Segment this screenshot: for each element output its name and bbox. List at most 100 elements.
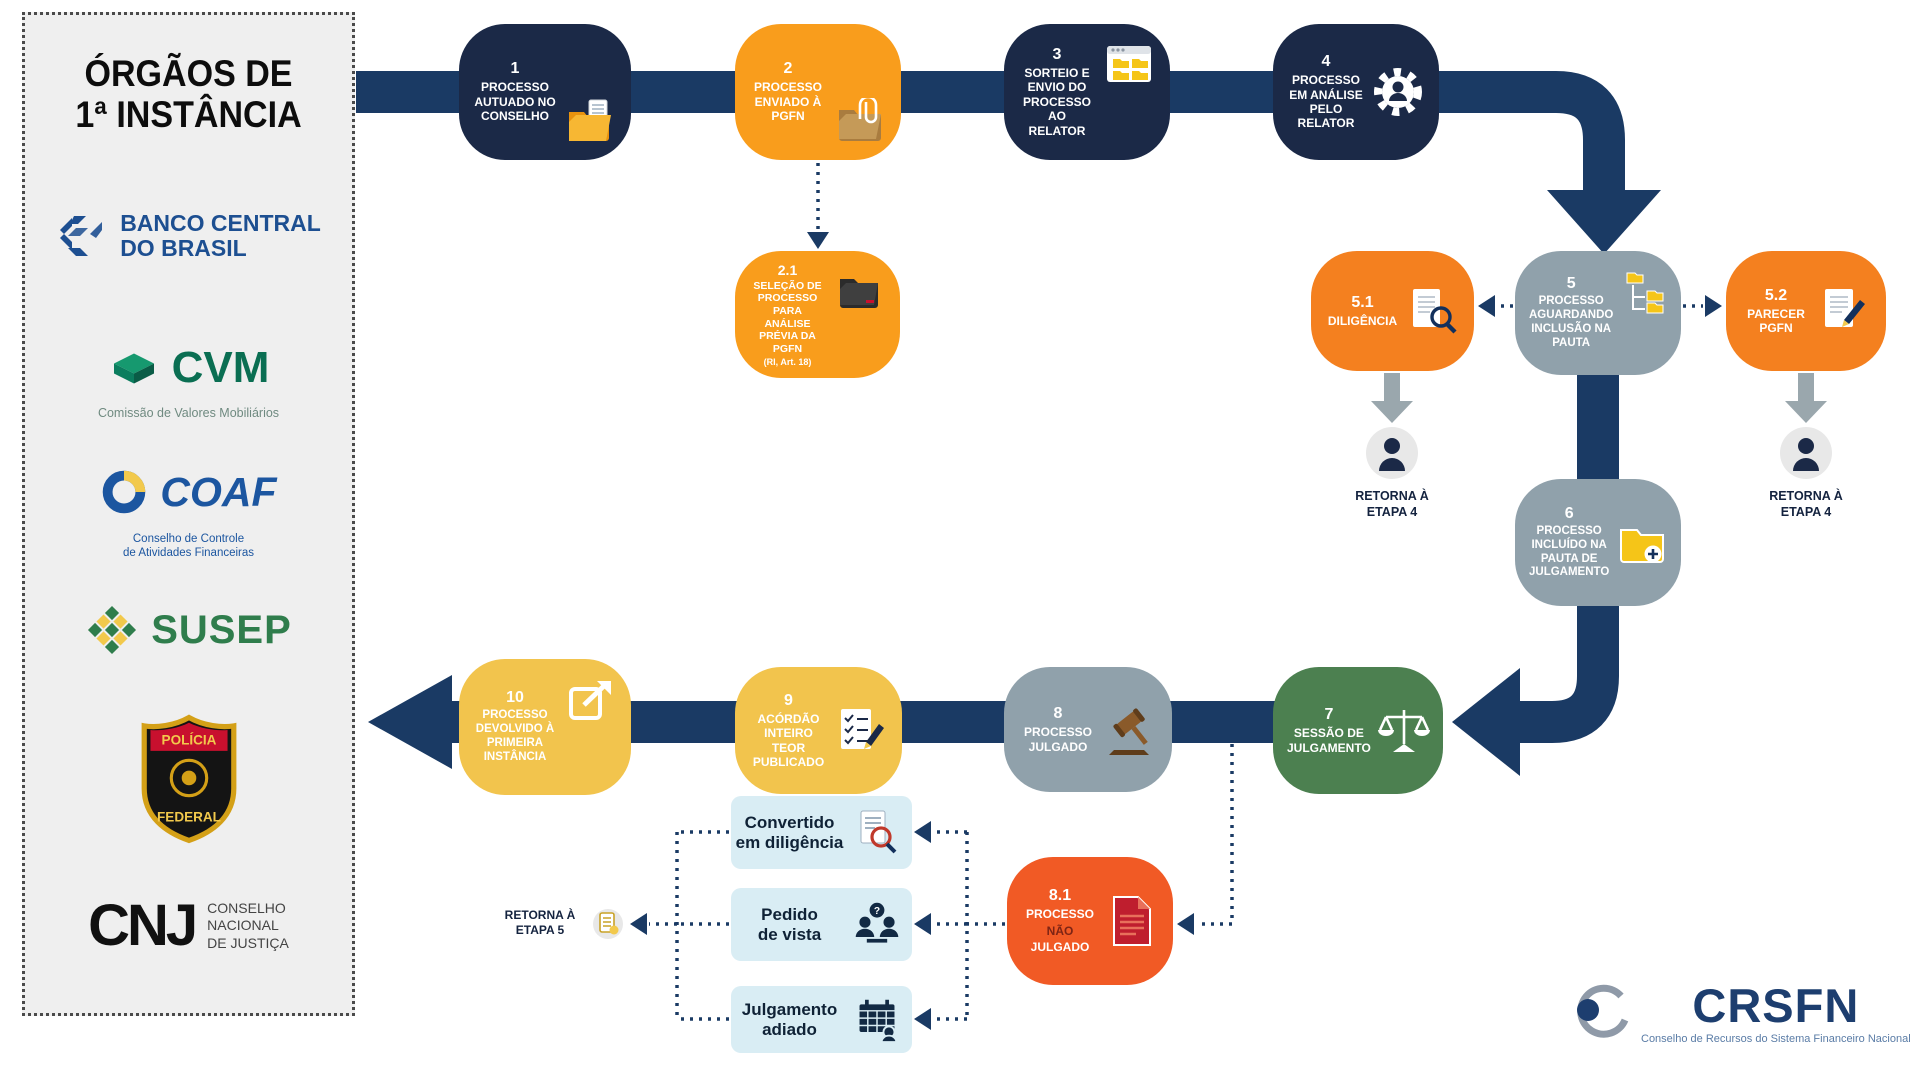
flow-arrowhead-left-into-7 <box>1452 668 1520 776</box>
flow-bar-top <box>356 71 1625 196</box>
dotted-arrowheads <box>630 232 1722 1030</box>
red-document-icon <box>1101 894 1173 948</box>
step-3-number: 3 <box>1052 46 1062 64</box>
step-2-label: PROCESSO ENVIADO À PGFN <box>753 80 822 124</box>
svg-text:?: ? <box>874 905 880 916</box>
step-2-number: 2 <box>783 60 793 78</box>
outcome-convertido-diligencia: Convertido em diligência <box>731 796 912 869</box>
step-4-label: PROCESSO EM ANÁLISE PELO RELATOR <box>1289 73 1363 131</box>
step-6-number: 6 <box>1564 504 1574 522</box>
crsfn-logo: CRSFN Conselho de Recursos do Sistema Fi… <box>1575 982 1911 1045</box>
outcome-2-line1: Pedido <box>761 905 818 925</box>
step-10-label: PROCESSO DEVOLVIDO À PRIMEIRA INSTÂNCIA <box>475 709 555 763</box>
person-icon-5-1 <box>1366 427 1418 479</box>
step-7-sessao-julgamento: 7 SESSÃO DE JULGAMENTO <box>1273 667 1443 794</box>
bcb-name-line1: BANCO CENTRAL <box>120 210 321 236</box>
crsfn-name: CRSFN <box>1692 979 1860 1032</box>
cnj-subtitle-line3: DE JUSTIÇA <box>207 934 289 951</box>
step-4-number: 4 <box>1321 53 1331 71</box>
step-2-1-number: 2.1 <box>777 261 798 278</box>
cvm-acronym: CVM <box>171 343 270 392</box>
dotted-connectors <box>649 163 1703 1021</box>
step-9-acordao-publicado: 9 ACÓRDÃO INTEIRO TEOR PUBLICADO <box>735 667 902 794</box>
outcome-3-line1: Julgamento <box>741 1000 838 1020</box>
outcome-3-line2: adiado <box>762 1019 817 1039</box>
flow-arrowhead-left-big <box>368 675 452 769</box>
step-2-1-label: SELEÇÃO DE PROCESSO PARA ANÁLISE PRÉVIA … <box>753 279 822 355</box>
step-8-1-word-processo: PROCESSO <box>1025 907 1094 922</box>
logo-cnj: CNJ CONSELHO NACIONAL DE JUSTIÇA <box>25 897 352 955</box>
document-pen-icon <box>1814 286 1886 336</box>
step-5-label: PROCESSO AGUARDANDO INCLUSÃO NA PAUTA <box>1529 295 1614 349</box>
outcome-1-line1: Convertido <box>744 813 835 833</box>
step-8-number: 8 <box>1053 705 1063 723</box>
susep-acronym: SUSEP <box>151 607 292 652</box>
logo-policia-federal: POLÍCIA FEDERAL <box>25 713 352 845</box>
bcb-name-line2: DO BRASIL <box>120 235 247 262</box>
step-3-label: SORTEIO E ENVIO DO PROCESSO AO RELATOR <box>1022 66 1091 138</box>
step-5-1-number: 5.1 <box>1351 293 1374 311</box>
step-9-number: 9 <box>784 691 793 709</box>
outcome-1-line2: em diligência <box>735 832 844 852</box>
gavel-icon <box>1100 704 1172 756</box>
logo-cvm: CVM Comissão de Valores Mobiliários <box>25 343 352 421</box>
coaf-subtitle-line2: de Atividades Financeiras <box>122 547 255 560</box>
logo-susep: SUSEP <box>25 603 352 657</box>
cvm-icon <box>113 353 154 384</box>
outcome-julgamento-adiado: Julgamento adiado <box>731 986 912 1053</box>
coaf-acronym: COAF <box>160 468 277 515</box>
calendar-person-icon <box>848 997 912 1043</box>
first-instance-panel: ÓRGÃOS DE 1ª INSTÂNCIA BANCO CENTRAL DO … <box>22 12 355 1016</box>
crsfn-icon <box>1577 984 1629 1038</box>
person-gear-icon <box>1367 66 1439 118</box>
step-6-label: PROCESSO INCLUÍDO NA PAUTA DE JULGAMENTO <box>1529 524 1610 579</box>
step-5-1-label: DILIGÊNCIA <box>1327 313 1398 328</box>
document-magnifier-icon <box>1402 286 1474 336</box>
pf-federal-text: FEDERAL <box>157 810 221 825</box>
logo-banco-central: BANCO CENTRAL DO BRASIL <box>25 210 352 262</box>
magnifier-document-icon <box>848 809 912 857</box>
step-8-1-number: 8.1 <box>1048 887 1072 905</box>
small-document-icon <box>593 909 623 939</box>
step-1-processo-autuado: 1 PROCESSO AUTUADO NO CONSELHO <box>459 24 631 160</box>
coaf-subtitle-line1: Conselho de Controle <box>132 533 245 545</box>
step-10-devolvido-instancia: 10 PROCESSO DEVOLVIDO À PRIMEIRA INSTÂNC… <box>459 659 631 795</box>
folder-tree-icon <box>1615 251 1687 317</box>
step-5-2-label: PARECER PGFN <box>1747 306 1805 335</box>
policia-federal-shield-icon: POLÍCIA FEDERAL <box>141 714 236 844</box>
outcome-pedido-vista: Pedido de vista ? <box>731 888 912 961</box>
outcome-2-line2: de vista <box>757 924 822 944</box>
step-3-sorteio-relator: 3 SORTEIO E ENVIO DO PROCESSO AO RELATOR <box>1004 24 1170 160</box>
step-4-analise-relator: 4 PROCESSO EM ANÁLISE PELO RELATOR <box>1273 24 1439 160</box>
logo-coaf: COAF Conselho de Controle de Atividades … <box>25 468 352 561</box>
step-5-1-diligencia: 5.1 DILIGÊNCIA <box>1311 251 1474 371</box>
scales-of-justice-icon <box>1373 704 1445 758</box>
pf-policia-text: POLÍCIA <box>161 733 216 748</box>
cnj-subtitle-line2: NACIONAL <box>207 917 279 934</box>
cnj-acronym: CNJ <box>88 893 198 958</box>
step-2-enviado-pgfn: 2 PROCESSO ENVIADO À PGFN <box>735 24 901 160</box>
arrow-out-box-icon <box>559 659 631 725</box>
step-9-label: ACÓRDÃO INTEIRO TEOR PUBLICADO <box>752 711 825 769</box>
step-10-number: 10 <box>506 689 524 707</box>
step-5-aguardando-pauta: 5 PROCESSO AGUARDANDO INCLUSÃO NA PAUTA <box>1515 251 1681 375</box>
gray-return-arrows <box>1371 373 1827 423</box>
step-2-1-note: (RI, Art. 18) <box>763 357 812 368</box>
step-5-2-parecer-pgfn: 5.2 PARECER PGFN <box>1726 251 1886 371</box>
person-icon-5-2 <box>1780 427 1832 479</box>
step-1-label: PROCESSO AUTUADO NO CONSELHO <box>474 80 556 124</box>
flow-bar-right <box>1516 368 1619 743</box>
step-8-processo-julgado: 8 PROCESSO JULGADO <box>1004 667 1172 792</box>
susep-icon <box>88 605 137 655</box>
checklist-pencil-icon <box>830 706 902 756</box>
flow-arrowhead-down <box>1547 190 1661 254</box>
step-1-number: 1 <box>510 60 520 78</box>
step-8-label: PROCESSO JULGADO <box>1023 725 1092 754</box>
coaf-icon <box>103 470 146 514</box>
crsfn-subtitle: Conselho de Recursos do Sistema Financei… <box>1641 1033 1911 1045</box>
